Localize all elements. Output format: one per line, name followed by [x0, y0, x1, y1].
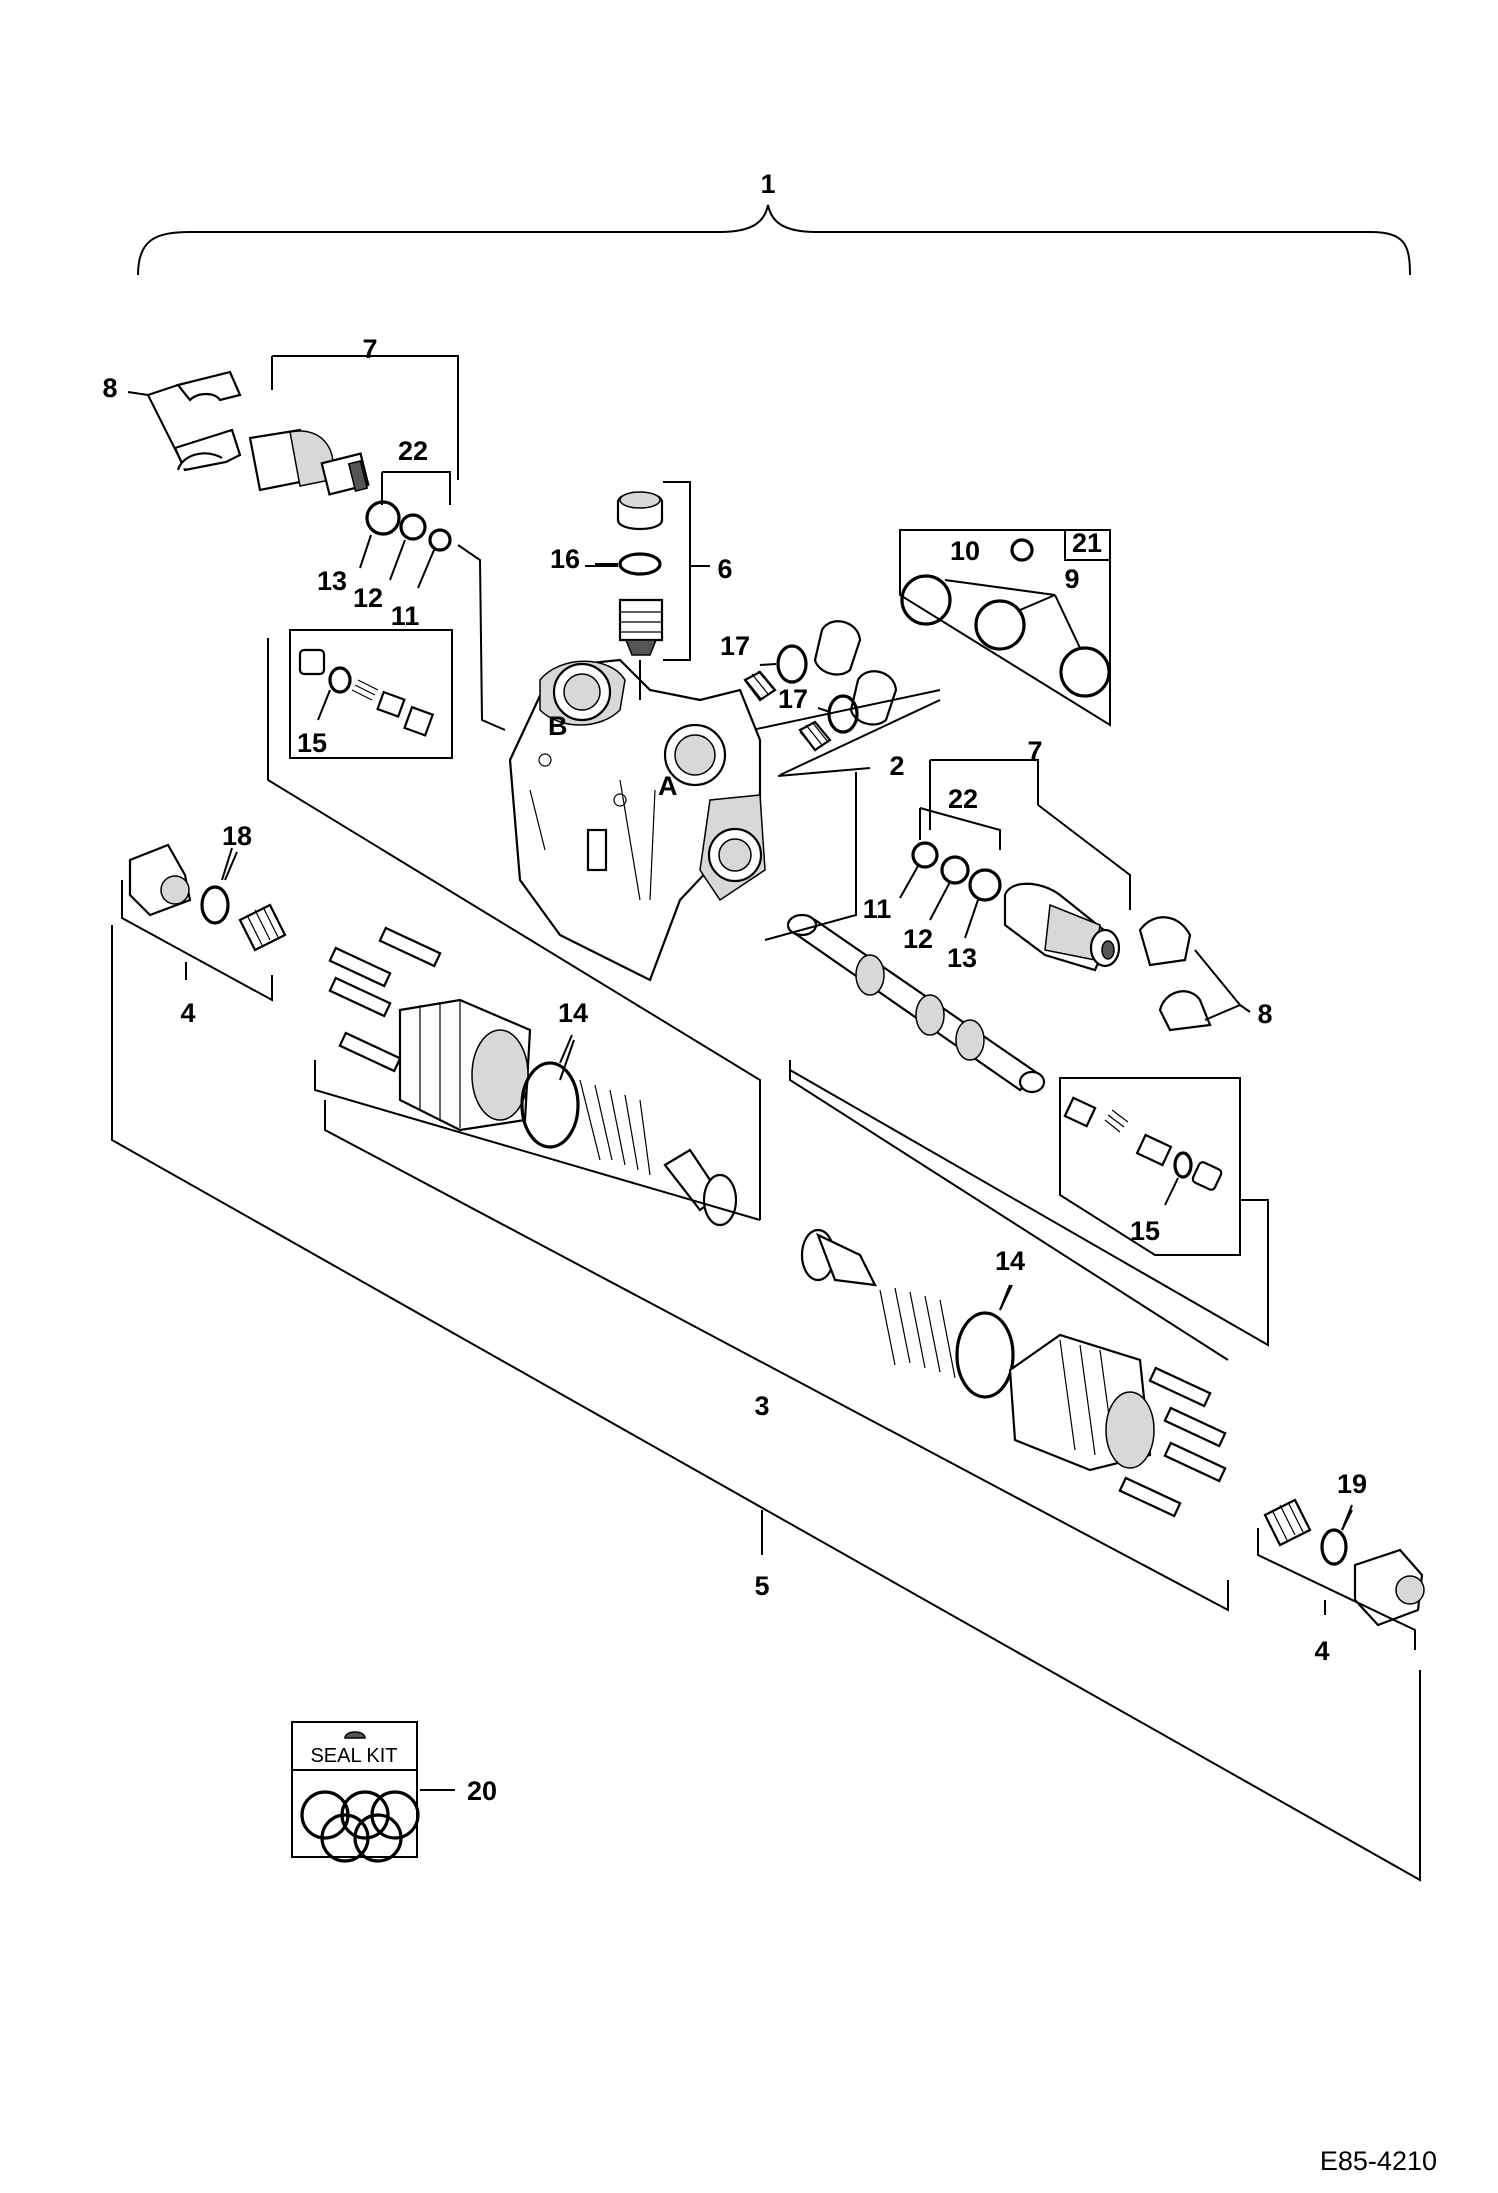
spool-cap-upper-left-icon [173, 370, 242, 472]
callout-17-lower: 17 [778, 684, 808, 714]
o-ring-11-lower-icon [911, 841, 939, 869]
callout-18: 18 [222, 821, 252, 851]
spool-cap-lower-right-icon [1138, 916, 1212, 1032]
o-ring-12-lower-icon [940, 855, 970, 885]
callout-12-lower: 12 [903, 924, 933, 954]
callout-4-right: 4 [1314, 1636, 1329, 1666]
o-ring-14-right-icon [955, 1311, 1015, 1399]
callout-14-left: 14 [558, 998, 588, 1028]
seal-kit-label: SEAL KIT [310, 1745, 397, 1767]
check-valve-lower-icon [798, 670, 898, 752]
port-b-label: B [548, 711, 568, 741]
check-plug-icon [618, 598, 664, 656]
socket-bolts-right-icon [1118, 1366, 1227, 1518]
callout-14-right: 14 [995, 1246, 1025, 1276]
callout-5: 5 [754, 1571, 769, 1601]
callout-11-upper: 11 [391, 601, 420, 631]
plug-19-icon [1353, 1548, 1425, 1627]
o-ring-14-left-icon [520, 1061, 580, 1149]
spring-plug-19-icon [1263, 1498, 1312, 1547]
spool-icon [786, 913, 1046, 1094]
callout-22-upper: 22 [398, 436, 428, 466]
check-valve-upper-icon [743, 620, 862, 702]
spring-cap-left-icon [398, 998, 532, 1132]
plug-18-icon [128, 843, 192, 917]
callout-1: 1 [760, 169, 775, 199]
callout-22-lower: 22 [948, 784, 978, 814]
callout-20: 20 [467, 1776, 497, 1806]
plug-box-15-lower [1059, 1077, 1241, 1256]
port-a-label: A [658, 771, 678, 801]
callout-3: 3 [754, 1391, 769, 1421]
callout-6: 6 [717, 554, 732, 584]
o-ring-16-icon [618, 552, 662, 576]
callout-13-lower: 13 [947, 943, 977, 973]
o-ring-11-upper-icon [428, 528, 452, 552]
callout-11-lower: 11 [863, 894, 892, 924]
spring-seat-right-icon [800, 1228, 877, 1287]
relief-valve-lower-right-icon [1003, 882, 1121, 972]
callout-16: 16 [550, 544, 580, 574]
callout-8-lower: 8 [1257, 999, 1272, 1029]
spring-seat-left-icon [663, 1148, 738, 1227]
callout-21: 21 [1072, 528, 1102, 558]
spring-plug-18-icon [238, 903, 287, 952]
callout-12-upper: 12 [353, 583, 383, 613]
o-ring-12-upper-icon [399, 513, 427, 541]
callout-2: 2 [889, 751, 904, 781]
o-ring-13-lower-icon [968, 868, 1002, 902]
callout-7-upper: 7 [362, 334, 377, 364]
callout-15-upper: 15 [297, 728, 327, 758]
callout-17-upper: 17 [720, 631, 750, 661]
assembly-brace-icon [137, 204, 1411, 276]
callout-15-lower: 15 [1130, 1216, 1160, 1246]
seal-kit-bag-icon [291, 1721, 420, 1863]
callout-13-upper: 13 [317, 566, 347, 596]
plug-cap-icon [616, 491, 664, 530]
callout-10: 10 [950, 536, 980, 566]
spring-right-icon [879, 1287, 956, 1379]
callout-4-left: 4 [180, 998, 195, 1028]
callout-8-upper: 8 [102, 373, 117, 403]
drawing-code: E85-4210 [1320, 2146, 1437, 2176]
spring-left-icon [579, 1079, 651, 1176]
seal-box-9-10-21 [899, 529, 1111, 727]
callout-9: 9 [1064, 564, 1079, 594]
relief-valve-upper-left-icon [248, 428, 370, 496]
socket-bolts-left-icon [328, 926, 442, 1073]
valve-body-icon [508, 658, 766, 982]
o-ring-13-upper-icon [365, 500, 401, 536]
callout-7-lower: 7 [1027, 736, 1042, 766]
callout-19: 19 [1337, 1469, 1367, 1499]
plug-box-15-upper [289, 629, 453, 759]
spring-cap-right-icon [1008, 1333, 1155, 1472]
